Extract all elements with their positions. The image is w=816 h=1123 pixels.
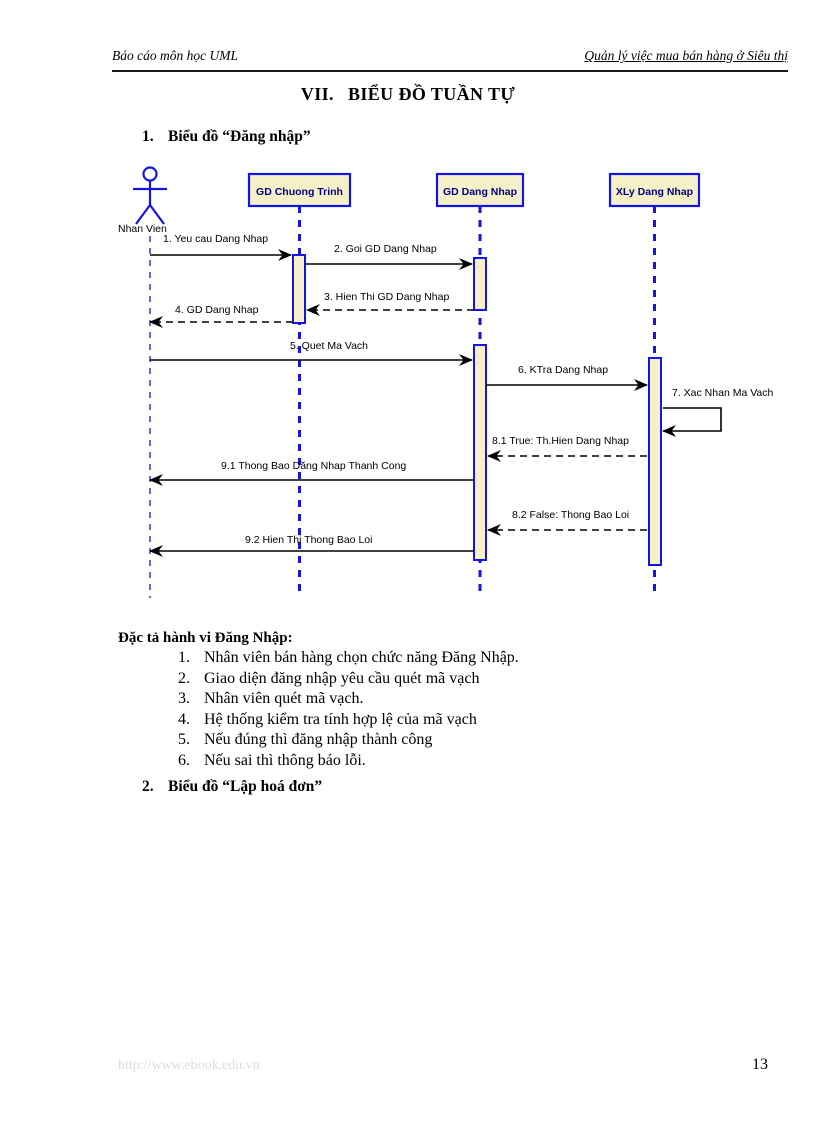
page-number: 13 [752,1056,768,1073]
list-item: Nhân viên bán hàng chọn chức năng Đăng N… [194,648,519,669]
subsection-heading-2: 2. Biểu đồ “Lập hoá đơn” [142,778,322,796]
message-5: 5. Quet Ma Vach [150,340,473,366]
svg-text:8.2 False: Thong Bao Loi: 8.2 False: Thong Bao Loi [512,509,629,521]
section-title: VII. BIỂU ĐỒ TUẦN TỰ [0,84,816,105]
list-item: Nếu đúng thì đăng nhập thành công [194,730,519,751]
spec-title: Đặc tả hành vi Đăng Nhập: [118,630,293,646]
activation-xly-dang-nhap-1 [648,357,662,566]
footer-watermark-url: http://www.ebook.edu.vn [118,1058,260,1073]
message-4: 4. GD Dang Nhap [149,304,293,328]
actor-stick-figure-icon [133,166,167,225]
page-header: Báo cáo môn học UML Quản lý việc mua bán… [112,48,788,72]
subsection-heading-1: 1. Biểu đồ “Đăng nhập” [142,128,311,146]
message-9-2: 9.2 Hien Thị Thong Bao Loi [149,534,474,557]
participant-label-xly-dang-nhap: XLy Dang Nhap [616,186,693,198]
participant-gd-dang-nhap[interactable]: GD Dang Nhap [435,172,525,208]
message-8-2: 8.2 False: Thong Bao Loi [487,509,647,536]
header-right-text: Quản lý việc mua bán hàng ở Siêu thị [584,48,788,63]
spec-step-list: Nhân viên bán hàng chọn chức năng Đăng N… [160,648,519,771]
svg-text:1. Yeu cau Dang Nhap: 1. Yeu cau Dang Nhap [163,233,268,245]
participant-label-gd-chuong-trinh: GD Chuong Trinh [256,186,343,198]
subsection-1-title: Biểu đồ “Đăng nhập” [168,128,311,145]
svg-text:3. Hien Thi GD Dang Nhap: 3. Hien Thi GD Dang Nhap [324,291,449,303]
message-3: 3. Hien Thi GD Dang Nhap [306,291,474,316]
svg-text:8.1 True: Th.Hien Dang Nhap: 8.1 True: Th.Hien Dang Nhap [492,435,629,447]
section-numeral: VII. [300,84,334,104]
message-6: 6. KTra Dang Nhap [486,364,648,391]
activation-gd-dang-nhap-2 [473,344,487,561]
list-item: Nếu sai thì thông báo lỗi. [194,751,519,772]
list-item: Hệ thống kiểm tra tính hợp lệ của mã vạc… [194,710,519,731]
activation-gd-dang-nhap-1 [473,257,487,311]
svg-text:7. Xac Nhan Ma Vach: 7. Xac Nhan Ma Vach [672,387,774,399]
message-2: 2. Goi GD Dang Nhap [305,243,473,270]
section-title-text: BIỂU ĐỒ TUẦN TỰ [347,84,516,104]
message-9-1: 9.1 Thong Bao Dăng Nhap Thanh Cong [149,460,474,486]
svg-text:9.2 Hien Thị Thong Bao Loi: 9.2 Hien Thị Thong Bao Loi [245,534,372,546]
actor-label: Nhan Vien [118,223,167,235]
svg-text:2. Goi GD Dang Nhap: 2. Goi GD Dang Nhap [334,243,437,255]
activation-gd-chuong-trinh-1 [292,254,306,324]
list-item: Giao diện đăng nhập yêu cầu quét mã vạch [194,669,519,690]
participant-gd-chuong-trinh[interactable]: GD Chuong Trinh [247,172,352,208]
participant-xly-dang-nhap[interactable]: XLy Dang Nhap [608,172,701,208]
svg-text:6. KTra Dang Nhap: 6. KTra Dang Nhap [518,364,608,376]
participant-label-gd-dang-nhap: GD Dang Nhap [443,186,517,198]
message-7-self-call: 7. Xac Nhan Ma Vach [662,387,774,437]
subsection-1-index: 1. [142,128,154,145]
svg-text:5. Quet Ma Vach: 5. Quet Ma Vach [290,340,368,352]
message-1: 1. Yeu cau Dang Nhap [150,233,292,261]
message-8-1: 8.1 True: Th.Hien Dang Nhap [487,435,647,462]
list-item: Nhân viên quét mã vạch. [194,689,519,710]
subsection-2-title: Biểu đồ “Lập hoá đơn” [168,778,323,795]
svg-text:9.1 Thong Bao Dăng Nhap Thanh: 9.1 Thong Bao Dăng Nhap Thanh Cong [221,460,406,472]
actor-nhan-vien: Nhan Vien [118,166,167,235]
svg-text:4. GD Dang Nhap: 4. GD Dang Nhap [175,304,259,316]
subsection-2-index: 2. [142,778,154,795]
header-left-text: Báo cáo môn học UML [112,48,238,63]
